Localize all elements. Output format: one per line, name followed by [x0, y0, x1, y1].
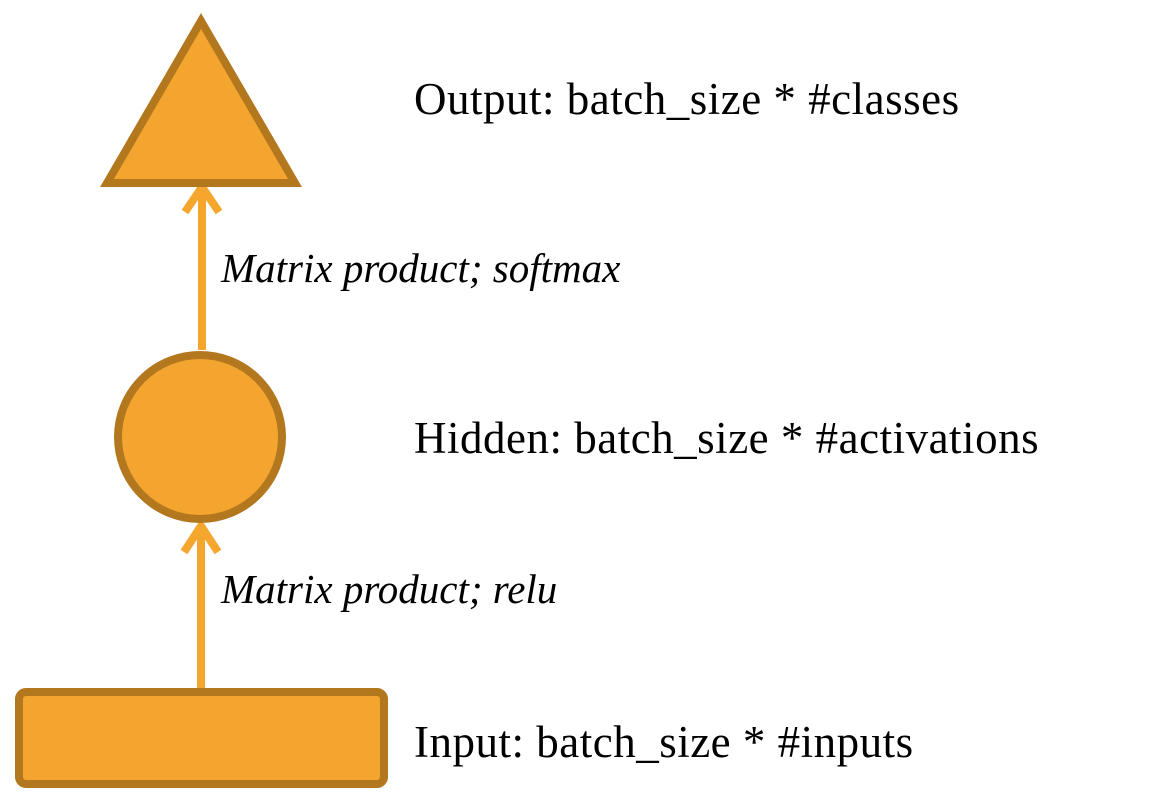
edge-label-softmax: Matrix product; softmax [221, 245, 621, 291]
arrow-input-to-hidden [180, 522, 222, 688]
arrow-input-to-hidden-head [180, 522, 222, 555]
output-node-label: Output: batch_size * #classes [414, 74, 960, 124]
input-rectangle [15, 688, 388, 788]
output-triangle [100, 13, 302, 187]
hidden-circle [114, 351, 286, 523]
edge-label-relu: Matrix product; relu [221, 566, 558, 612]
hidden-node-label: Hidden: batch_size * #activations [414, 413, 1040, 463]
input-node-label: Input: batch_size * #inputs [414, 717, 914, 767]
arrow-hidden-to-output [181, 183, 223, 350]
